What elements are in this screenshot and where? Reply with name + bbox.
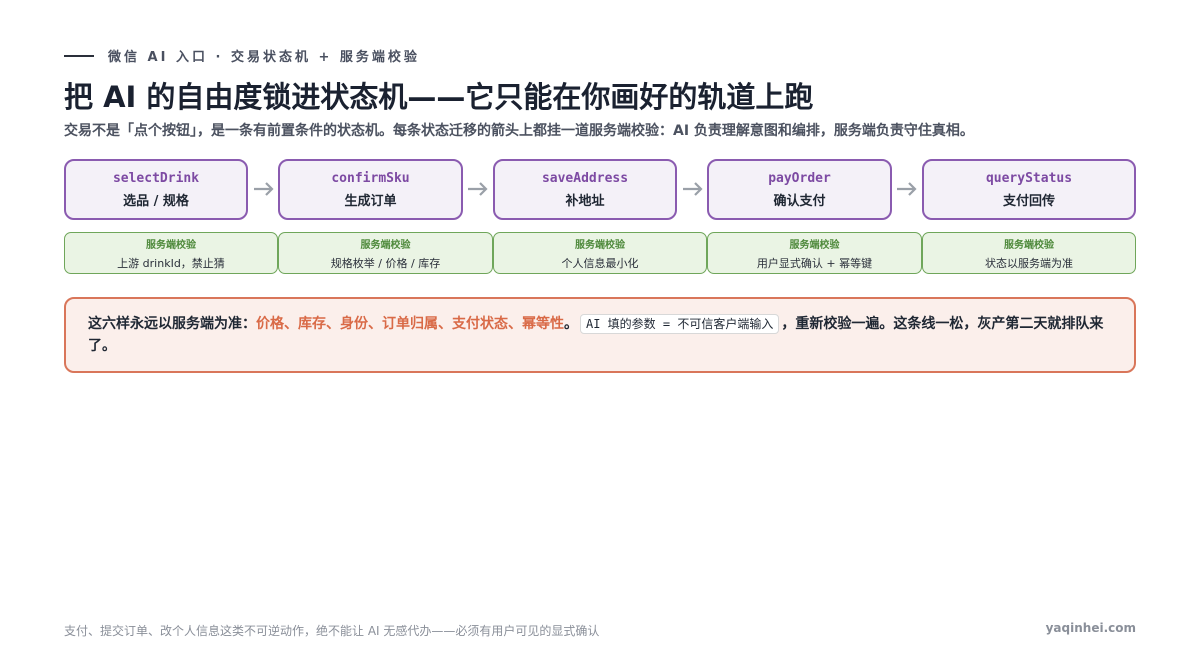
callout-lead: 这六样永远以服务端为准： [88,316,256,332]
page-title: 把 AI 的自由度锁进状态机——它只能在你画好的轨道上跑 [64,80,814,114]
state-machine-flow: selectDrink 选品 / 规格 confirmSku 生成订单 save… [64,159,1136,224]
server-check-card: 服务端校验 用户显式确认 + 幂等键 [707,232,922,274]
state-label: 生成订单 [344,193,397,209]
arrow-right-icon [468,182,488,196]
server-check-desc: 状态以服务端为准 [985,256,1073,270]
warning-callout: 这六样永远以服务端为准：价格、库存、身份、订单归属、支付状态、幂等性。AI 填的… [64,297,1136,373]
server-check-desc: 用户显式确认 + 幂等键 [756,256,873,270]
state-node-pay-order: payOrder 确认支付 [707,159,892,220]
state-code: queryStatus [985,170,1073,186]
kicker-text: 微信 AI 入口 · 交易状态机 + 服务端校验 [108,50,420,65]
arrow-right-icon [254,182,274,196]
page-subtitle: 交易不是「点个按钮」，是一条有前置条件的状态机。每条状态迁移的箭头上都挂一道服务… [64,123,974,139]
state-code: saveAddress [541,170,629,186]
footer-site: yaqinhei.com [1045,621,1136,635]
server-check-row: 服务端校验 上游 drinkId，禁止猜 服务端校验 规格枚举 / 价格 / 库… [64,232,1136,276]
state-node-confirm-sku: confirmSku 生成订单 [278,159,463,220]
arrow-right-icon [683,182,703,196]
server-check-desc: 个人信息最小化 [561,256,639,270]
server-check-title: 服务端校验 [575,239,625,251]
server-check-title: 服务端校验 [360,239,411,251]
server-check-desc: 规格枚举 / 价格 / 库存 [330,256,441,270]
state-label: 确认支付 [773,193,826,209]
state-node-select-drink: selectDrink 选品 / 规格 [64,159,248,220]
state-code: confirmSku [331,170,410,186]
state-label: 选品 / 规格 [123,193,189,209]
callout-code-chip: AI 填的参数 = 不可信客户端输入 [580,314,780,334]
callout-highlight: 价格、库存、身份、订单归属、支付状态、幂等性 [256,316,564,332]
kicker: 微信 AI 入口 · 交易状态机 + 服务端校验 [64,46,420,65]
callout-period: 。 [564,316,578,332]
state-code: selectDrink [112,170,200,186]
server-check-desc: 上游 drinkId，禁止猜 [117,256,225,270]
server-check-title: 服务端校验 [1004,239,1054,251]
server-check-card: 服务端校验 规格枚举 / 价格 / 库存 [278,232,493,274]
server-check-title: 服务端校验 [789,239,840,251]
arrow-right-icon [897,182,917,196]
state-node-save-address: saveAddress 补地址 [493,159,677,220]
server-check-card: 服务端校验 个人信息最小化 [493,232,707,274]
state-node-query-status: queryStatus 支付回传 [922,159,1136,220]
kicker-rule [64,54,94,57]
server-check-card: 服务端校验 状态以服务端为准 [922,232,1136,274]
callout-tail: ，重新校验一遍。这条线一松，灰产第二天就排队来了。 [88,316,1104,354]
state-label: 补地址 [565,193,605,209]
state-label: 支付回传 [1002,193,1055,209]
server-check-title: 服务端校验 [146,239,196,251]
server-check-card: 服务端校验 上游 drinkId，禁止猜 [64,232,278,274]
state-code: payOrder [768,170,831,186]
footer-note: 支付、提交订单、改个人信息这类不可逆动作，绝不能让 AI 无感代办——必须有用户… [64,624,600,638]
